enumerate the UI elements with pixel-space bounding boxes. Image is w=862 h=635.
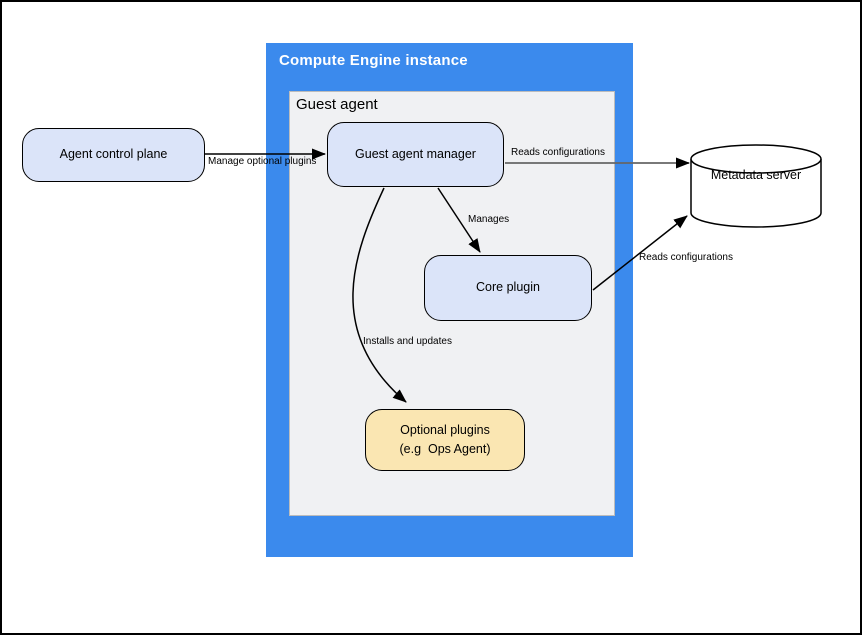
guest-agent-title: Guest agent bbox=[296, 96, 378, 113]
guest-agent-manager-label: Guest agent manager bbox=[355, 146, 476, 161]
compute-engine-instance-title: Compute Engine instance bbox=[279, 52, 468, 69]
edge-label-reads-configurations-core: Reads configurations bbox=[639, 252, 733, 263]
metadata-server-label: Metadata server bbox=[710, 168, 802, 182]
edge-label-manage-optional-plugins: Manage optional plugins bbox=[208, 156, 317, 167]
node-agent-control-plane: Agent control plane bbox=[22, 128, 205, 182]
optional-plugins-label-line2: (e.g Ops Agent) bbox=[399, 442, 491, 456]
edge-label-reads-configurations-manager: Reads configurations bbox=[511, 147, 605, 158]
node-optional-plugins: Optional plugins (e.g Ops Agent) bbox=[365, 409, 525, 471]
metadata-server-cylinder bbox=[690, 144, 822, 228]
node-core-plugin: Core plugin bbox=[424, 255, 592, 321]
edge-label-installs-and-updates: Installs and updates bbox=[363, 336, 452, 347]
node-guest-agent-manager: Guest agent manager bbox=[327, 122, 504, 187]
optional-plugins-label-line1: Optional plugins bbox=[400, 422, 490, 437]
agent-control-plane-label: Agent control plane bbox=[59, 147, 168, 162]
edge-label-manages: Manages bbox=[468, 214, 510, 225]
core-plugin-label: Core plugin bbox=[476, 280, 540, 295]
